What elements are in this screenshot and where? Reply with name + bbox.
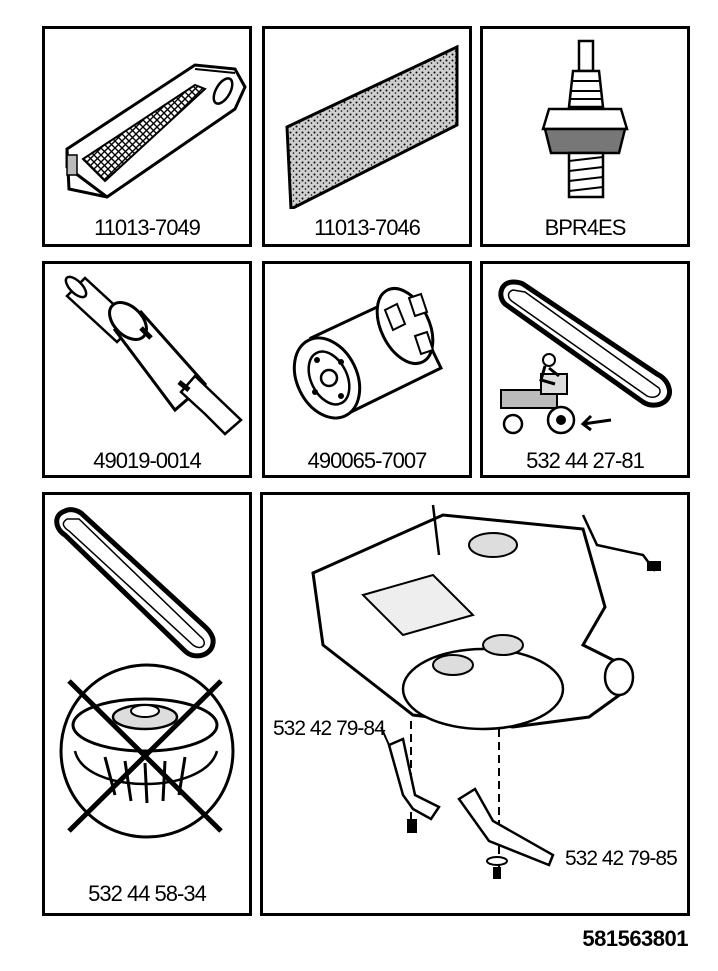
tractor-icon	[500, 353, 612, 435]
oil-filter-icon	[292, 287, 444, 420]
part-number-drive-belt: 532 44 27-81	[526, 448, 645, 473]
pulley-icon	[59, 663, 235, 839]
panel-drive-belt: 532 44 27-81	[480, 261, 690, 478]
foam-pre-filter-icon	[285, 44, 459, 209]
panel-deck-belt: 532 44 58-34	[42, 492, 252, 916]
spark-plug-icon	[541, 39, 629, 199]
fuel-filter-icon	[64, 275, 243, 436]
panel-oil-filter: 490065-7007	[262, 261, 472, 478]
panel-pre-filter: 11013-7046	[262, 26, 472, 247]
part-number-air-filter: 11013-7049	[94, 215, 201, 240]
deck-belt-and-pulley-icon	[54, 507, 235, 839]
part-number-fuel-filter: 49019-0014	[93, 448, 201, 473]
blade-left-icon	[380, 726, 441, 833]
drive-belt-icon	[498, 279, 673, 435]
part-number-deck-belt: 532 44 58-34	[88, 881, 207, 906]
panel-fuel-filter: 49019-0014	[42, 261, 252, 478]
part-number-pre-filter: 11013-7046	[314, 215, 421, 240]
part-number-spark-plug: BPR4ES	[544, 215, 627, 240]
part-number-blade-left: 532 42 79-84	[273, 717, 386, 740]
panel-spark-plug: BPR4ES	[480, 26, 690, 247]
part-number-blade-right: 532 42 79-85	[565, 847, 678, 870]
mower-deck-icon	[311, 504, 661, 879]
panel-mower-deck: 532 42 79-84 532 42 79-85	[260, 492, 690, 916]
air-filter-icon	[65, 63, 247, 199]
panel-air-filter: 11013-7049	[42, 26, 252, 247]
blade-right-icon	[457, 787, 555, 879]
part-number-oil-filter: 490065-7007	[307, 448, 428, 473]
document-number: 581563801	[582, 926, 688, 951]
